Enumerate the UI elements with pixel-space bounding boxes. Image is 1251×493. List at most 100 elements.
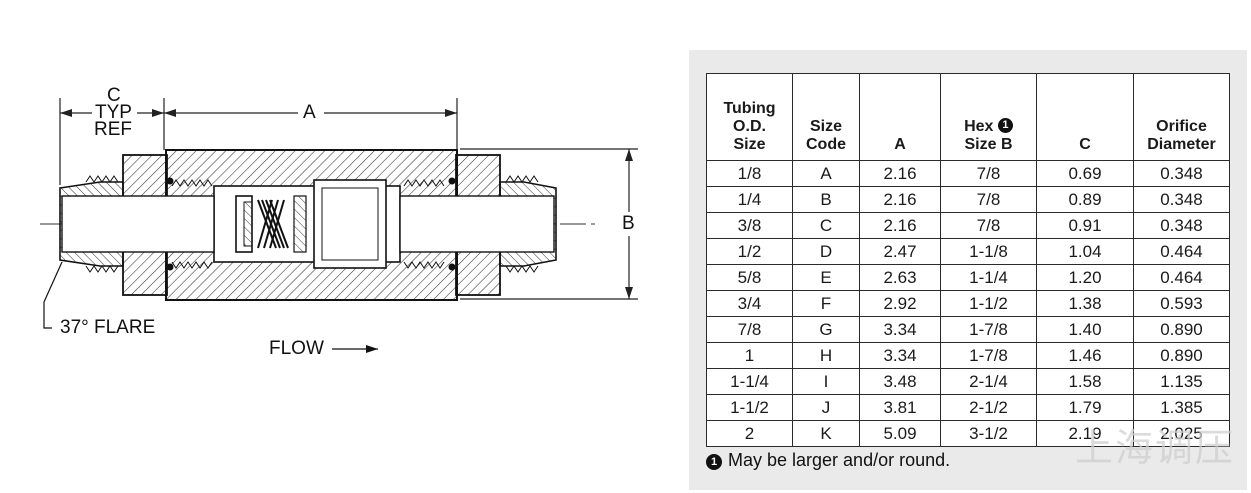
flare-angle-label: 37° FLARE xyxy=(60,317,156,338)
header-hex-line2: Size B xyxy=(964,136,1013,153)
cell-orifice: 0.464 xyxy=(1133,238,1230,265)
cell-c: 1.38 xyxy=(1036,290,1134,317)
cell-tubing-size: 7/8 xyxy=(706,316,793,343)
cell-orifice: 0.348 xyxy=(1133,160,1230,187)
cell-orifice: 0.464 xyxy=(1133,264,1230,291)
cell-a: 3.34 xyxy=(859,342,941,369)
cell-hex-size: 1-7/8 xyxy=(940,316,1037,343)
cell-hex-size: 7/8 xyxy=(940,160,1037,187)
header-size-code-line1: Size xyxy=(809,118,842,135)
cell-hex-size: 2-1/4 xyxy=(940,368,1037,395)
cell-hex-size: 3-1/2 xyxy=(940,420,1037,447)
cell-size-code: A xyxy=(792,160,860,187)
cell-size-code: D xyxy=(792,238,860,265)
cell-hex-size: 2-1/2 xyxy=(940,394,1037,421)
cell-tubing-size: 1/4 xyxy=(706,186,793,213)
dimension-b-label: B xyxy=(622,213,635,234)
cell-hex-size: 7/8 xyxy=(940,212,1037,239)
header-tubing-line2: O.D. xyxy=(733,118,766,135)
header-orifice-line1: Orifice xyxy=(1156,118,1207,135)
cell-hex-size: 1-1/2 xyxy=(940,290,1037,317)
cell-size-code: F xyxy=(792,290,860,317)
header-tubing-line3: Size xyxy=(733,136,766,153)
typ-label: TYP xyxy=(95,102,132,123)
cell-a: 2.16 xyxy=(859,160,941,187)
header-tubing-line1: Tubing xyxy=(723,100,776,117)
flow-label: FLOW xyxy=(269,338,324,359)
specification-panel: Tubing O.D. Size Size Code A Hex 1 Size … xyxy=(689,50,1247,490)
cell-size-code: K xyxy=(792,420,860,447)
cell-c: 2.19 xyxy=(1036,420,1134,447)
dimensions-table: Tubing O.D. Size Size Code A Hex 1 Size … xyxy=(706,73,1230,447)
cell-tubing-size: 3/8 xyxy=(706,212,793,239)
cell-c: 1.58 xyxy=(1036,368,1134,395)
cell-a: 3.48 xyxy=(859,368,941,395)
dimension-c-label: C xyxy=(107,85,121,106)
header-a: A xyxy=(859,73,941,161)
cell-c: 1.20 xyxy=(1036,264,1134,291)
cell-orifice: 0.348 xyxy=(1133,186,1230,213)
cell-size-code: E xyxy=(792,264,860,291)
header-orifice-diameter: Orifice Diameter xyxy=(1133,73,1230,161)
cell-size-code: B xyxy=(792,186,860,213)
cell-c: 1.04 xyxy=(1036,238,1134,265)
valve-cross-section-drawing: C TYP REF A B 37° FLARE FLOW xyxy=(40,85,638,359)
dimension-a-label: A xyxy=(303,102,316,123)
cell-a: 2.16 xyxy=(859,186,941,213)
header-hex-line1: Hex 1 xyxy=(941,118,1036,136)
ref-label: REF xyxy=(94,119,132,140)
header-size-code-line2: Code xyxy=(806,136,846,153)
cell-hex-size: 1-1/8 xyxy=(940,238,1037,265)
cell-a: 2.47 xyxy=(859,238,941,265)
header-c: C xyxy=(1036,73,1134,161)
cell-orifice: 0.593 xyxy=(1133,290,1230,317)
cell-hex-size: 1-7/8 xyxy=(940,342,1037,369)
cell-c: 0.69 xyxy=(1036,160,1134,187)
cell-orifice: 0.890 xyxy=(1133,342,1230,369)
cell-tubing-size: 1/8 xyxy=(706,160,793,187)
cell-a: 5.09 xyxy=(859,420,941,447)
cell-tubing-size: 2 xyxy=(706,420,793,447)
cell-a: 3.34 xyxy=(859,316,941,343)
table-header-row: Tubing O.D. Size Size Code A Hex 1 Size … xyxy=(706,73,1230,161)
footnote-marker-icon: 1 xyxy=(997,118,1013,133)
header-tubing-size: Tubing O.D. Size xyxy=(706,73,793,161)
cell-orifice: 0.348 xyxy=(1133,212,1230,239)
cell-c: 0.89 xyxy=(1036,186,1134,213)
cell-c: 1.40 xyxy=(1036,316,1134,343)
header-orifice-line2: Diameter xyxy=(1147,136,1216,153)
header-hex-text: Hex xyxy=(964,118,994,135)
cell-orifice: 0.890 xyxy=(1133,316,1230,343)
cell-size-code: J xyxy=(792,394,860,421)
cell-tubing-size: 5/8 xyxy=(706,264,793,291)
cell-c: 0.91 xyxy=(1036,212,1134,239)
cell-a: 2.16 xyxy=(859,212,941,239)
watermark-text: 上海调压 xyxy=(1075,426,1236,470)
cell-size-code: G xyxy=(792,316,860,343)
cell-orifice: 2.025 xyxy=(1133,420,1230,447)
check-valve-diagram xyxy=(40,98,638,353)
cell-tubing-size: 1 xyxy=(706,342,793,369)
cell-tubing-size: 1-1/4 xyxy=(706,368,793,395)
cell-tubing-size: 3/4 xyxy=(706,290,793,317)
cell-c: 1.46 xyxy=(1036,342,1134,369)
footnote-marker-icon: 1 xyxy=(706,454,722,470)
cell-a: 2.63 xyxy=(859,264,941,291)
cell-tubing-size: 1-1/2 xyxy=(706,394,793,421)
cell-orifice: 1.135 xyxy=(1133,368,1230,395)
cell-size-code: I xyxy=(792,368,860,395)
header-hex-size: Hex 1 Size B xyxy=(940,73,1037,161)
cell-size-code: H xyxy=(792,342,860,369)
